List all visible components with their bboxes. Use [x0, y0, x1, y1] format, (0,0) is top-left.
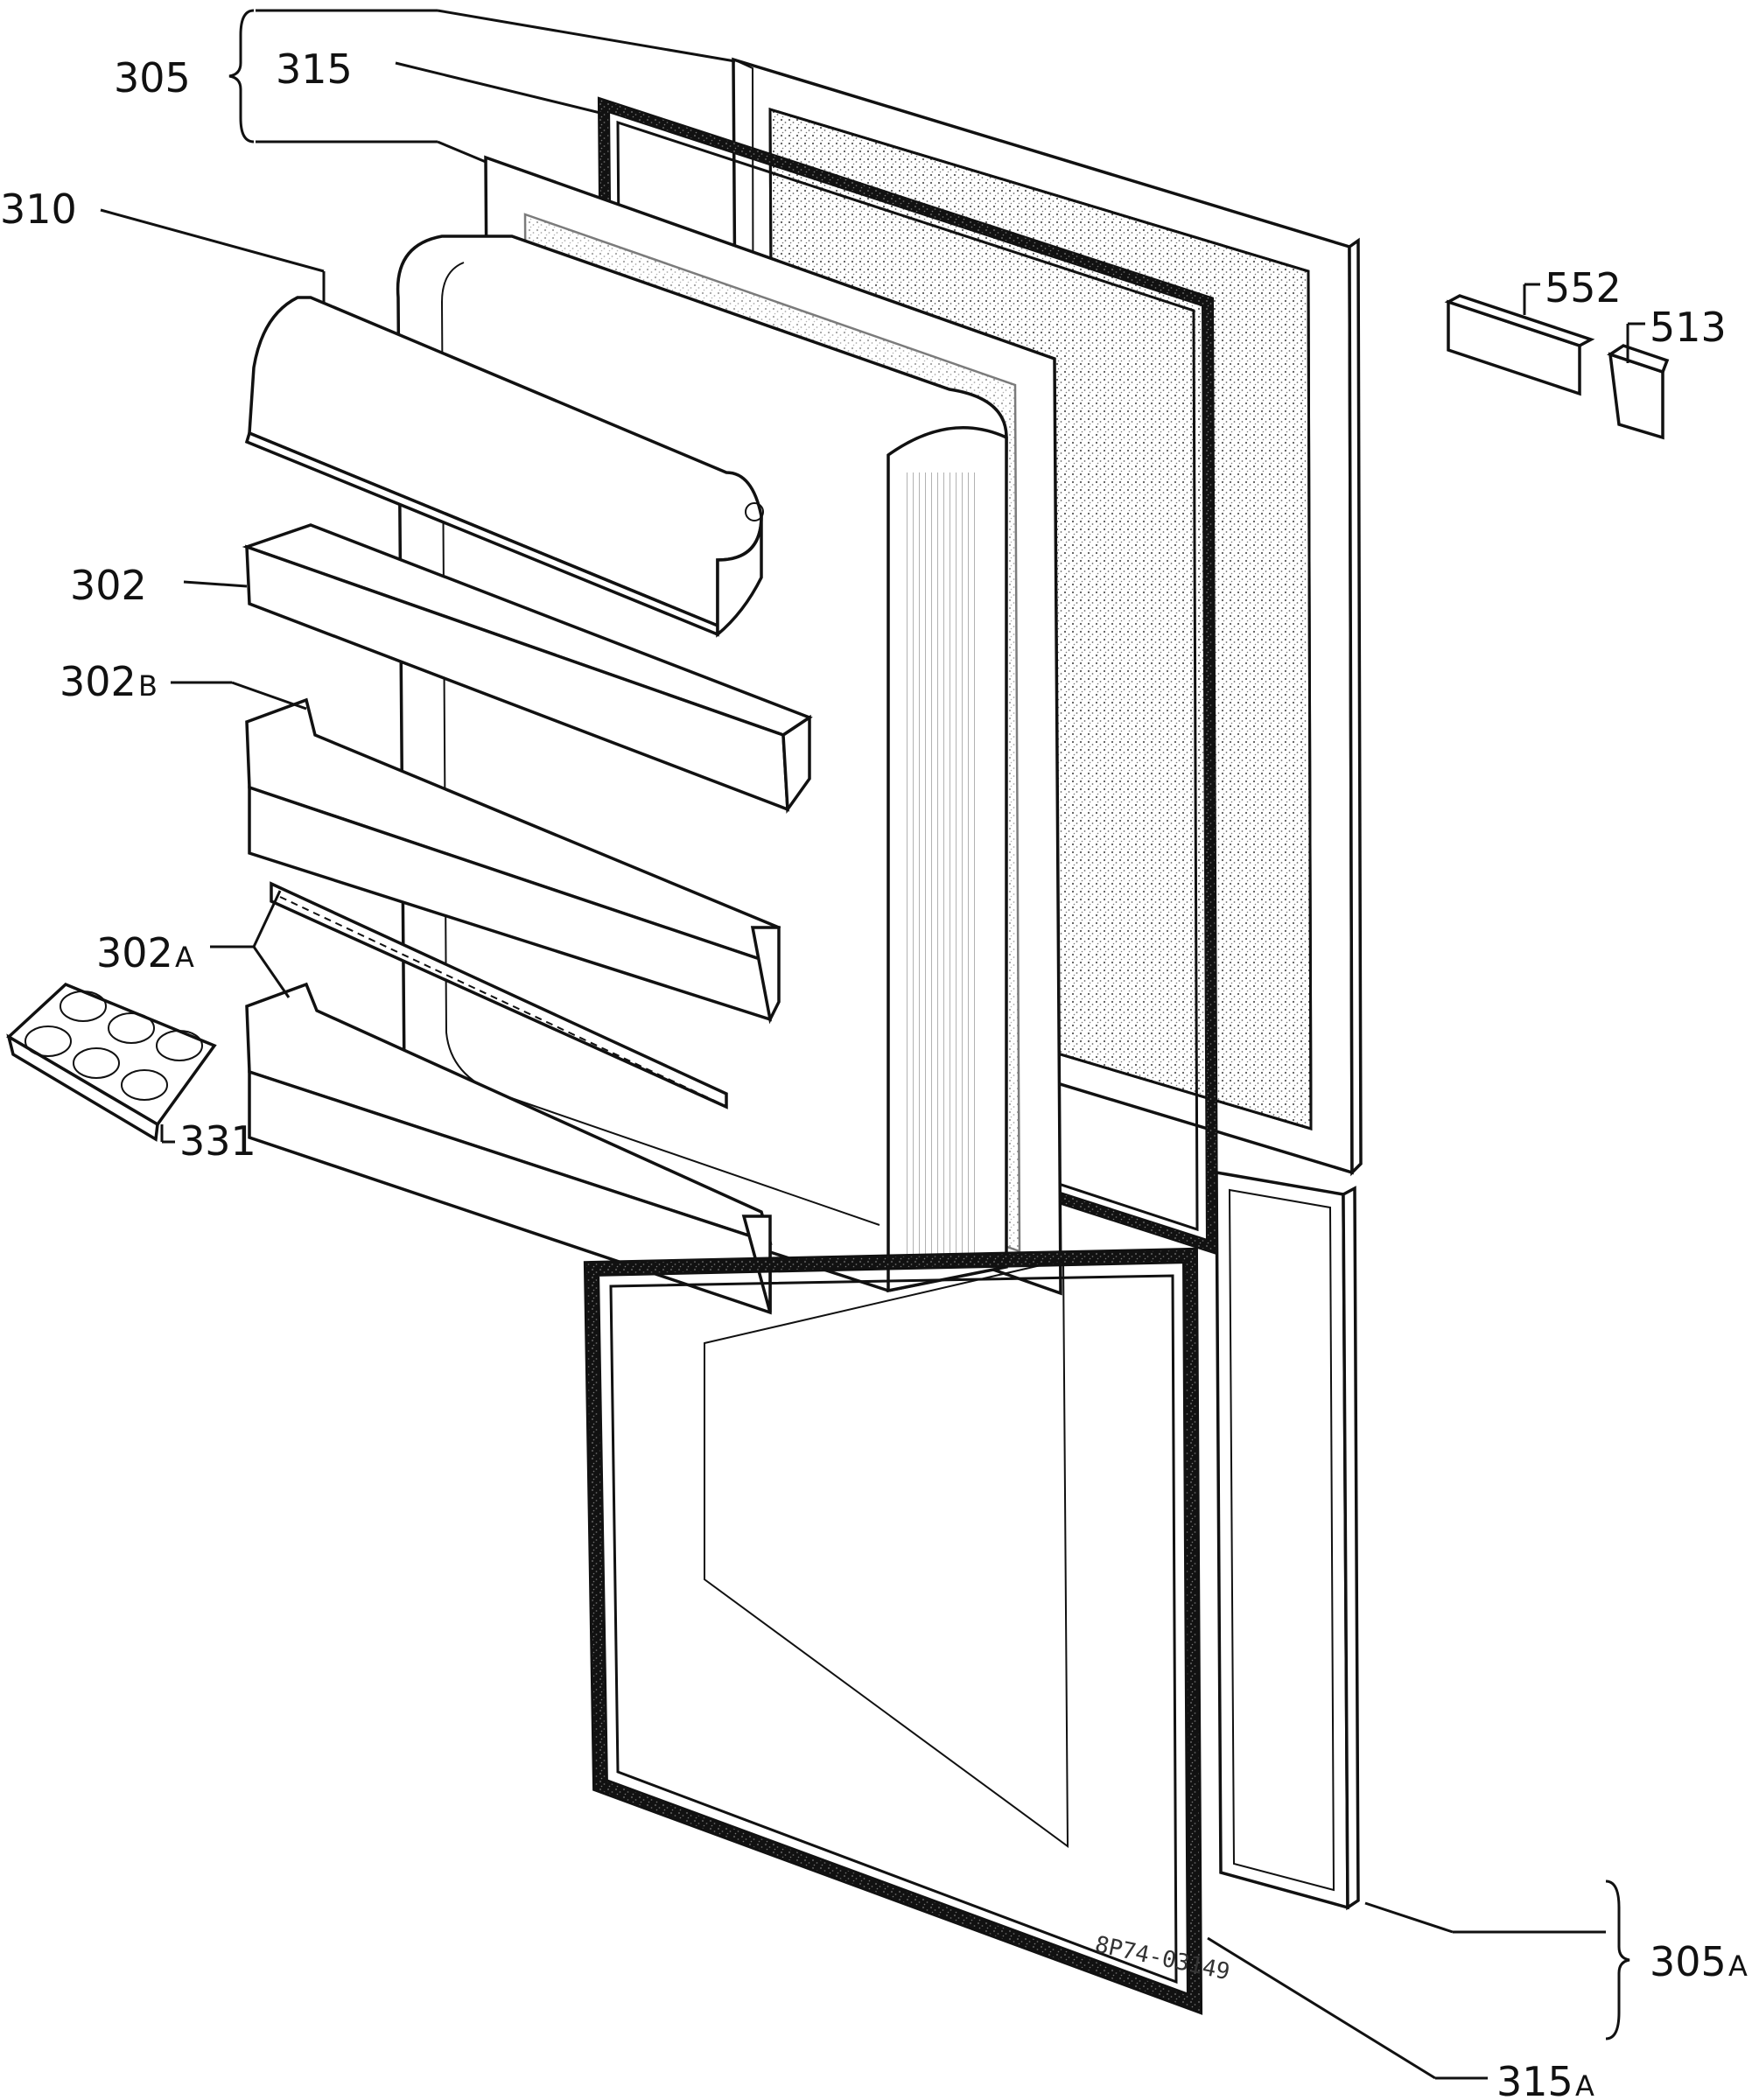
label-302a: 302 A — [96, 929, 194, 976]
svg-text:A: A — [175, 941, 194, 974]
label-315: 315 — [276, 46, 353, 93]
label-315a: 315 A — [1496, 2058, 1594, 2100]
balcony-shelf-302 — [242, 523, 813, 815]
balcony-shelf-302b — [245, 697, 781, 1025]
label-302b: 302 B — [60, 658, 158, 705]
hinge-bracket-513 — [1607, 344, 1670, 440]
label-310: 310 — [0, 186, 77, 233]
svg-text:315: 315 — [1496, 2058, 1573, 2100]
svg-text:302: 302 — [60, 658, 137, 705]
label-302: 302 — [70, 562, 147, 609]
label-552: 552 — [1545, 264, 1622, 312]
label-513: 513 — [1650, 304, 1727, 351]
lower-door-gasket — [583, 1247, 1203, 2015]
balcony-shelf-302a — [245, 881, 773, 1315]
leader-lines — [100, 9, 1645, 2080]
svg-text:A: A — [1575, 2069, 1594, 2100]
top-shelf-cover — [244, 296, 764, 638]
label-305a: 305 A — [1650, 1938, 1748, 1985]
retaining-rail — [279, 896, 723, 1105]
svg-text:A: A — [1728, 1950, 1748, 1983]
label-331: 331 — [179, 1117, 256, 1165]
egg-tray-331 — [6, 982, 217, 1142]
svg-text:302: 302 — [96, 929, 173, 976]
svg-text:305: 305 — [1650, 1938, 1727, 1985]
hinge-cover-552 — [1444, 294, 1595, 396]
lower-outer-door-panel — [1215, 1170, 1360, 1911]
svg-text:B: B — [138, 669, 158, 703]
label-305: 305 — [114, 54, 191, 102]
